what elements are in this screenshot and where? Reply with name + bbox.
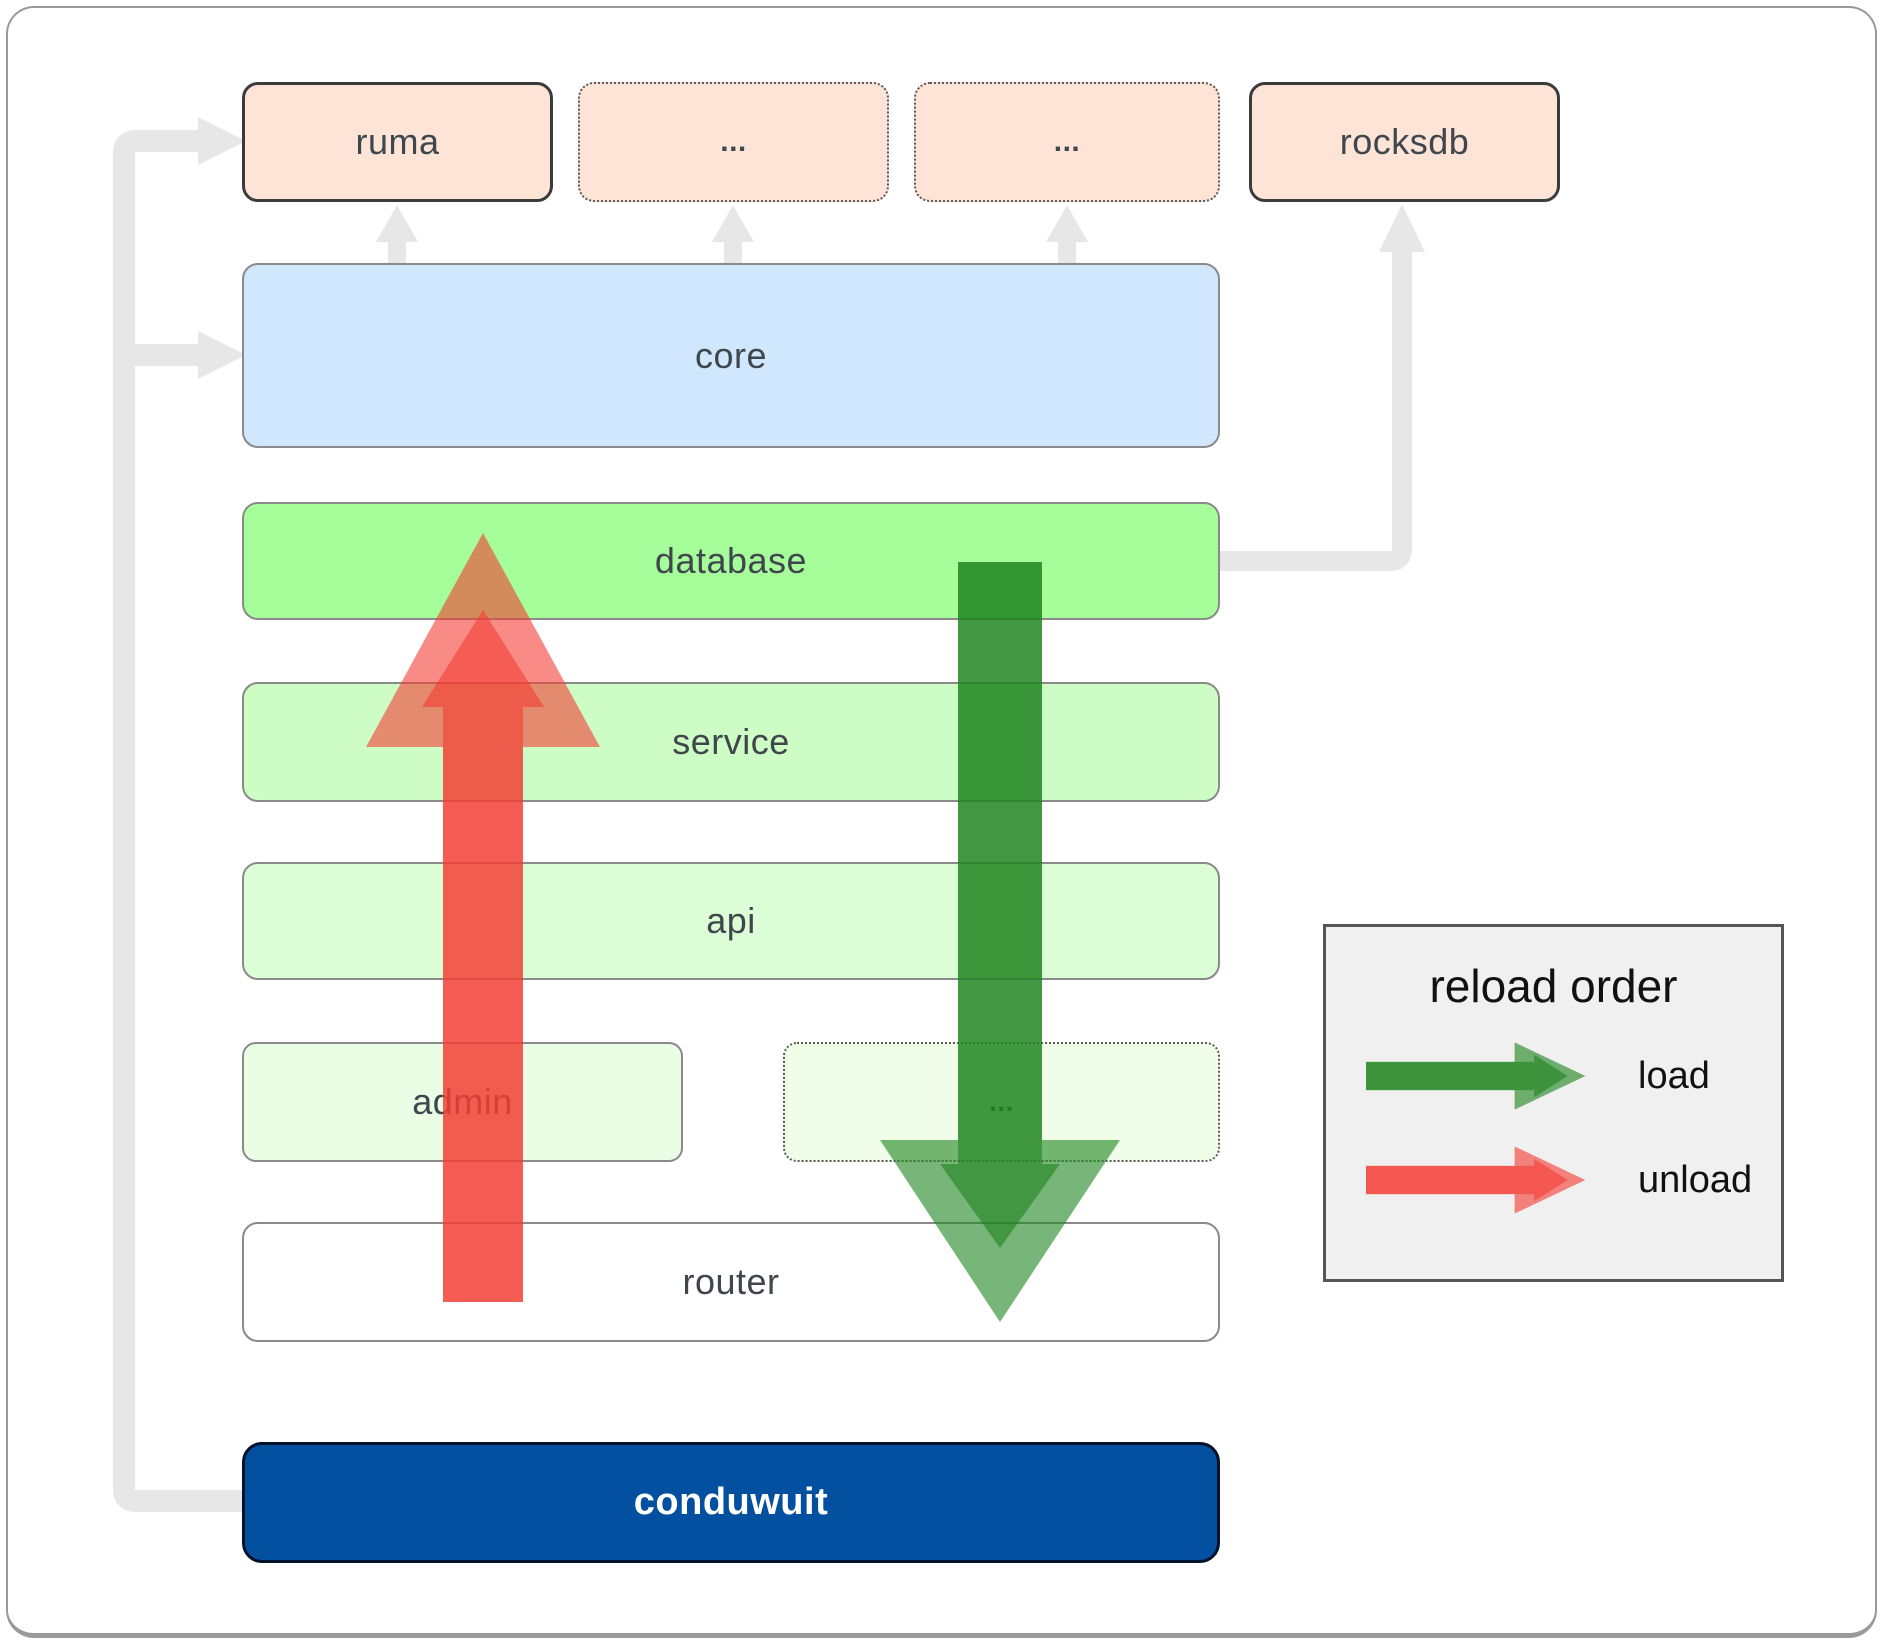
node-core: core [242, 263, 1220, 448]
legend-load-row: load [1366, 1035, 1781, 1117]
node-database: database [242, 502, 1220, 620]
node-database-label: database [654, 540, 808, 581]
node-conduwuit: conduwuit [242, 1442, 1220, 1563]
node-ruma-label: ruma [355, 121, 440, 162]
node-api: api [242, 862, 1220, 980]
load-arrow-icon [1366, 1042, 1586, 1110]
node-rocksdb-label: rocksdb [1339, 121, 1470, 162]
node-dependency-ellipsis-2: ... [914, 82, 1220, 202]
legend-load-label: load [1638, 1054, 1710, 1097]
node-ruma: ruma [242, 82, 553, 202]
node-rocksdb: rocksdb [1249, 82, 1560, 202]
legend: reload order load unload [1323, 924, 1784, 1282]
node-dependency-ellipsis-1: ... [578, 82, 889, 202]
node-router-label: router [682, 1261, 780, 1302]
node-admin: admin [242, 1042, 683, 1162]
unload-arrow-icon [1366, 1146, 1586, 1214]
node-conduwuit-label: conduwuit [633, 1481, 829, 1523]
node-service-label: service [672, 721, 790, 762]
node-ellipsis-label: ... [720, 125, 747, 158]
legend-unload-label: unload [1638, 1158, 1753, 1201]
node-ellipsis-label: ... [1053, 125, 1081, 158]
node-admin-ellipsis: ... [783, 1042, 1220, 1162]
node-api-label: api [706, 900, 756, 941]
node-admin-label: admin [412, 1081, 513, 1122]
node-ellipsis-label: ... [989, 1086, 1014, 1117]
diagram-frame [6, 6, 1877, 1638]
legend-unload-row: unload [1366, 1139, 1781, 1221]
node-service: service [242, 682, 1220, 802]
legend-title: reload order [1429, 960, 1678, 1012]
node-router: router [242, 1222, 1220, 1342]
node-core-label: core [694, 334, 768, 376]
